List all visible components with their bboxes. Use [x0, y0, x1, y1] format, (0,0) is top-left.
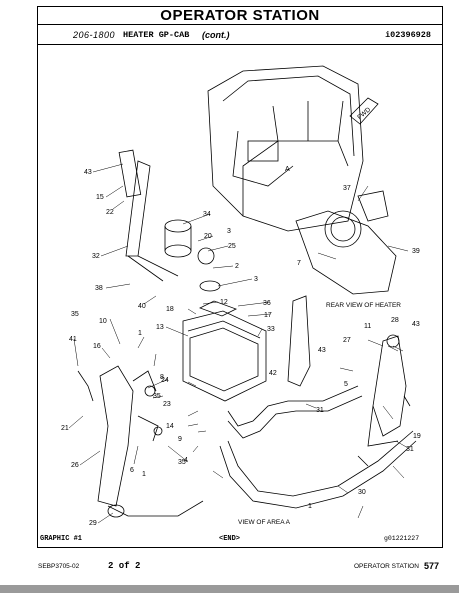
part-number: 206-1800	[73, 30, 116, 40]
callout-label: 36	[263, 300, 271, 307]
callout-label: 43	[84, 169, 92, 176]
callout-label: 6	[130, 467, 134, 474]
callout-label: 3	[227, 228, 231, 235]
callout-label: 35	[153, 393, 161, 400]
callout-label: 1	[142, 471, 146, 478]
callout-label: 8	[160, 374, 164, 381]
callout-label: 39	[412, 248, 420, 255]
callout-label: 40	[138, 303, 146, 310]
page-of: 2 of 2	[108, 561, 141, 571]
callout-label: 35	[178, 459, 186, 466]
callout-label: 26	[71, 462, 79, 469]
callout-label: 22	[106, 209, 114, 216]
callout-label: 42	[269, 370, 277, 377]
callout-label: 1	[308, 503, 312, 510]
graphic-label: GRAPHIC #1	[40, 535, 83, 543]
callout-label: 28	[391, 317, 399, 324]
callout-label: 7	[297, 260, 301, 267]
exploded-parts-drawing: 43 15 22 32 34 20 3 25 2 3 38 40 12 36 1…	[61, 65, 421, 527]
callout-label: 14	[166, 423, 174, 430]
graphic-id: g01221227	[384, 535, 420, 542]
area-marker: A	[285, 166, 290, 173]
callout-label: 3	[254, 276, 258, 283]
callout-label: 19	[413, 433, 421, 440]
callout-label: 21	[61, 425, 69, 432]
callout-label: 23	[163, 401, 171, 408]
footer-section: OPERATOR STATION	[354, 563, 419, 570]
illustration-id: i02396928	[385, 30, 431, 40]
callout-label: 31	[316, 407, 324, 414]
page-number: 577	[424, 561, 440, 571]
document-id: SEBP3705-02	[38, 563, 80, 570]
page-title: OPERATOR STATION	[37, 6, 443, 25]
callout-label: 17	[264, 312, 272, 319]
callout-label: 18	[166, 306, 174, 313]
callout-label: 4	[184, 457, 188, 464]
callout-label: 11	[364, 323, 371, 330]
callout-label: 27	[343, 337, 351, 344]
callout-label: 38	[95, 285, 103, 292]
callout-label: 35	[71, 311, 79, 318]
callout-label: 2	[235, 263, 239, 270]
callout-label: 16	[93, 343, 101, 350]
page-footer: SEBP3705-02 2 of 2 OPERATOR STATION 577	[0, 555, 459, 575]
callout-label: 33	[267, 326, 275, 333]
callout-label: 41	[69, 336, 77, 343]
callout-label: 25	[228, 243, 236, 250]
group-header: 206-1800 HEATER GP-CAB (cont.) i02396928	[37, 25, 443, 45]
condition-note: (cont.)	[202, 30, 230, 40]
callout-label: 1	[138, 330, 142, 337]
callout-label: 31	[406, 446, 414, 453]
callout-label: 24	[161, 377, 169, 384]
callout-label: 9	[178, 436, 182, 443]
area-view-caption: VIEW OF AREA A	[238, 519, 291, 526]
rear-view-caption: REAR VIEW OF HEATER	[326, 302, 401, 309]
callout-label: 12	[220, 299, 228, 306]
callout-label: 29	[89, 520, 97, 527]
callout-label: 34	[203, 211, 211, 218]
callout-label: 5	[344, 381, 348, 388]
callout-label: 10	[99, 318, 107, 325]
bottom-scroll-bar	[0, 585, 459, 593]
callout-label: 20	[204, 233, 212, 240]
callout-label: 32	[92, 253, 100, 260]
callout-label: 13	[156, 324, 164, 331]
end-marker: <END>	[219, 535, 241, 543]
callout-label: 43	[412, 321, 420, 328]
callout-label: 37	[343, 185, 351, 192]
callout-label: 43	[318, 347, 326, 354]
group-name: HEATER GP-CAB	[123, 30, 190, 40]
page-frame	[37, 6, 443, 548]
callout-label: 30	[358, 489, 366, 496]
callout-label: 15	[96, 194, 104, 201]
